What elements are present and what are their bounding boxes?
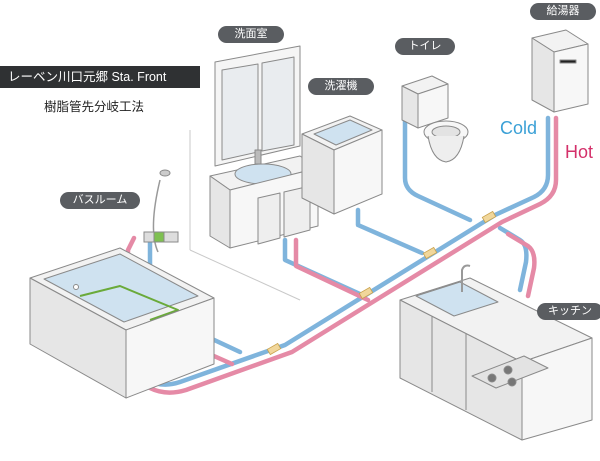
washing-machine	[301, 115, 383, 215]
water-heater	[531, 29, 589, 113]
label-bath: バスルーム	[60, 192, 140, 209]
kitchen	[399, 264, 593, 441]
toilet	[401, 75, 469, 163]
label-kitchen: キッチン	[537, 303, 600, 320]
room-outline	[189, 130, 301, 301]
shower	[143, 169, 179, 253]
label-kyuto: 給湯器	[530, 3, 596, 20]
label-sentaku: 洗濯機	[308, 78, 374, 95]
legend-hot: Hot	[565, 142, 594, 162]
page-subtitle: 樹脂管先分岐工法	[44, 100, 145, 114]
pipe-joints	[266, 210, 497, 356]
page-title: レーベン川口元郷 Sta. Front	[0, 66, 200, 88]
label-toilet: トイレ	[395, 38, 455, 55]
label-senmen: 洗面室	[218, 26, 284, 43]
bathtub	[29, 247, 215, 399]
legend-cold: Cold	[500, 118, 538, 138]
